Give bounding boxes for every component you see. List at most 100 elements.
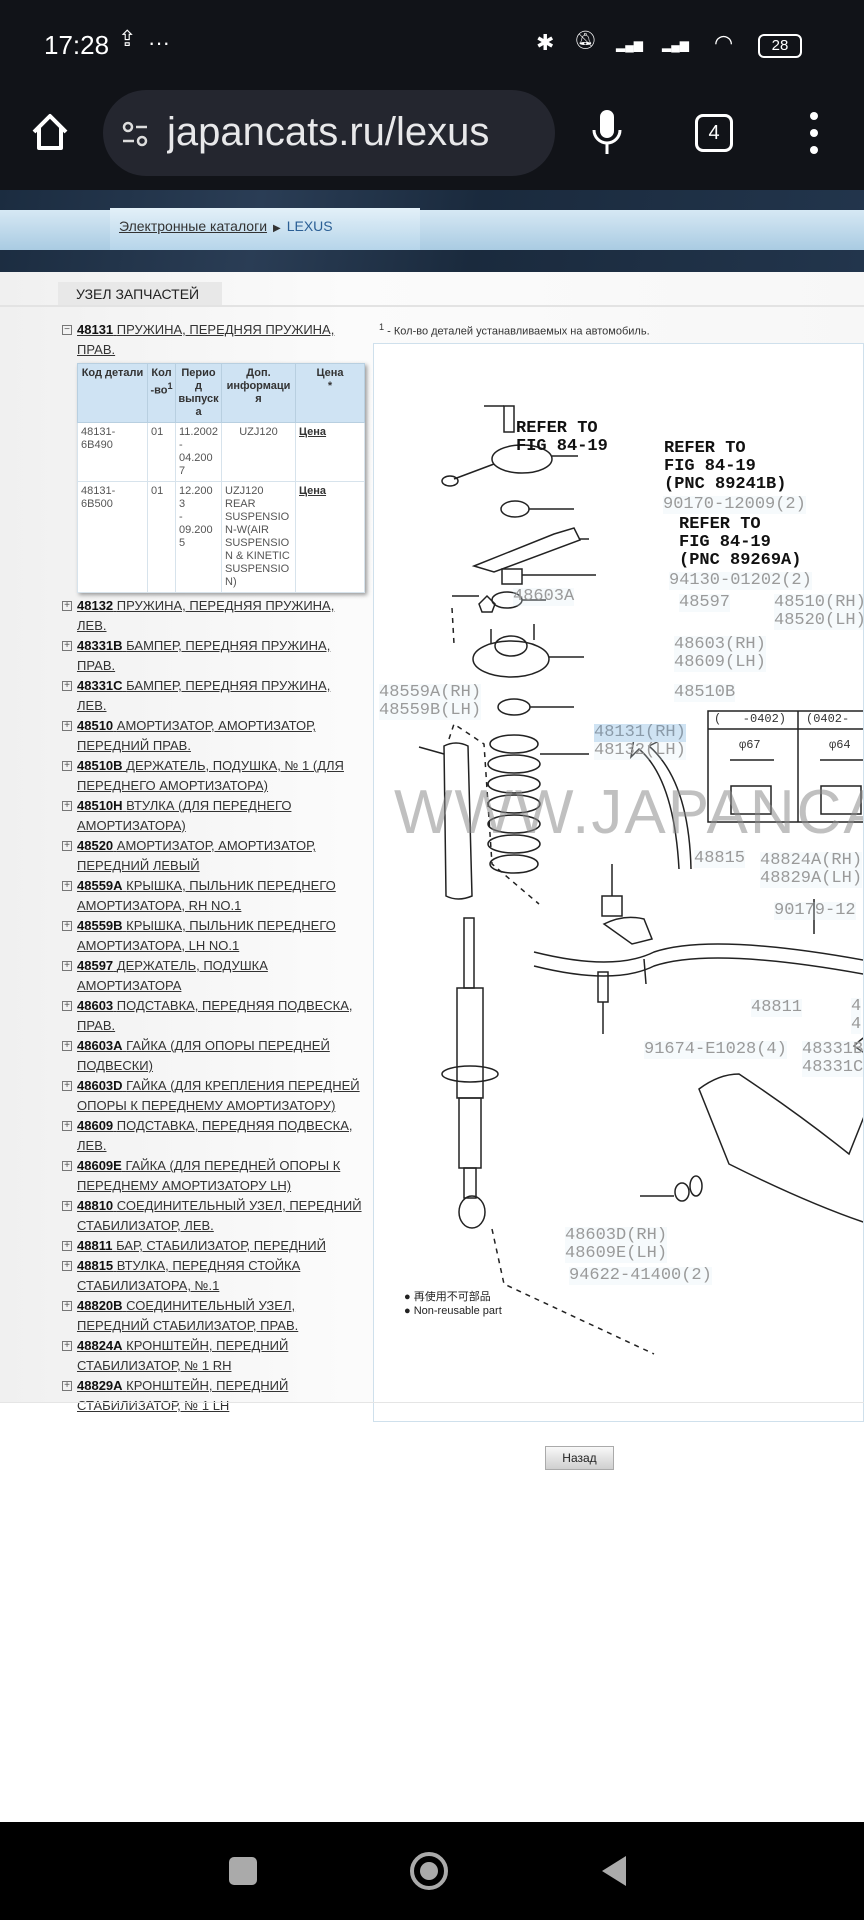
diagram-label[interactable]: 48603D(RH) 48609E(LH)	[565, 1226, 668, 1263]
diagram-label[interactable]: 4 4	[851, 997, 862, 1034]
list-item-expanded[interactable]: − 48131 ПРУЖИНА, ПЕРЕДНЯЯ ПРУЖИНА, ПРАВ.…	[62, 320, 365, 593]
expand-icon[interactable]: +	[62, 1241, 72, 1251]
url-text[interactable]: japancats.ru/lexus	[167, 110, 490, 154]
site-settings-icon[interactable]	[119, 118, 151, 150]
list-item[interactable]: +48829A КРОНШТЕЙН, ПЕРЕДНИЙ СТАБИЛИЗАТОР…	[62, 1376, 362, 1416]
part-link[interactable]: 48820B СОЕДИНИТЕЛЬНЫЙ УЗЕЛ, ПЕРЕДНИЙ СТА…	[77, 1298, 299, 1333]
diagram-label[interactable]: 48132(LH)	[594, 741, 686, 760]
recents-icon[interactable]	[229, 1857, 257, 1885]
expand-icon[interactable]: +	[62, 721, 72, 731]
expand-icon[interactable]: +	[62, 1001, 72, 1011]
list-item[interactable]: +48824A КРОНШТЕЙН, ПЕРЕДНИЙ СТАБИЛИЗАТОР…	[62, 1336, 362, 1376]
expand-icon[interactable]: +	[62, 881, 72, 891]
tab-switcher-button[interactable]: 4	[695, 114, 733, 152]
home-icon[interactable]	[28, 110, 72, 154]
list-item[interactable]: +48520 АМОРТИЗАТОР, АМОРТИЗАТОР, ПЕРЕДНИ…	[62, 836, 362, 876]
list-item[interactable]: +48815 ВТУЛКА, ПЕРЕДНЯЯ СТОЙКА СТАБИЛИЗА…	[62, 1256, 362, 1296]
diagram-label[interactable]: 48559A(RH) 48559B(LH)	[379, 683, 482, 720]
diagram-label[interactable]: 48603A	[513, 587, 575, 606]
diagram-label[interactable]: 48331B 48331C	[802, 1040, 864, 1077]
part-link[interactable]: 48331B БАМПЕР, ПЕРЕДНЯЯ ПРУЖИНА, ПРАВ.	[77, 638, 331, 673]
list-item[interactable]: +48331C БАМПЕР, ПЕРЕДНЯЯ ПРУЖИНА, ЛЕВ.	[62, 676, 362, 716]
back-nav-icon[interactable]	[598, 1854, 630, 1888]
expand-icon[interactable]: +	[62, 1041, 72, 1051]
diagram-label[interactable]: 48510B	[674, 683, 736, 702]
part-link[interactable]: 48609 ПОДСТАВКА, ПЕРЕДНЯЯ ПОДВЕСКА, ЛЕВ.	[77, 1118, 353, 1153]
diagram-label[interactable]: 48811	[751, 998, 803, 1017]
price-link[interactable]: Цена	[299, 426, 327, 438]
list-item[interactable]: +48597 ДЕРЖАТЕЛЬ, ПОДУШКА АМОРТИЗАТОРА	[62, 956, 362, 996]
part-link[interactable]: 48510H ВТУЛКА (ДЛЯ ПЕРЕДНЕГО АМОРТИЗАТОР…	[77, 798, 292, 833]
diagram-label[interactable]: 91674-E1028(4)	[644, 1040, 787, 1059]
list-item[interactable]: +48559B КРЫШКА, ПЫЛЬНИК ПЕРЕДНЕГО АМОРТИ…	[62, 916, 362, 956]
expand-icon[interactable]: +	[62, 921, 72, 931]
list-item[interactable]: +48820B СОЕДИНИТЕЛЬНЫЙ УЗЕЛ, ПЕРЕДНИЙ СТ…	[62, 1296, 362, 1336]
expand-icon[interactable]: +	[62, 1341, 72, 1351]
expand-icon[interactable]: +	[62, 1381, 72, 1391]
list-item[interactable]: +48510 АМОРТИЗАТОР, АМОРТИЗАТОР, ПЕРЕДНИ…	[62, 716, 362, 756]
list-item[interactable]: +48510B ДЕРЖАТЕЛЬ, ПОДУШКА, № 1 (ДЛЯ ПЕР…	[62, 756, 362, 796]
diagram-label[interactable]: 48510(RH) 48520(LH)	[774, 593, 864, 630]
part-link[interactable]: 48559B КРЫШКА, ПЫЛЬНИК ПЕРЕДНЕГО АМОРТИЗ…	[77, 918, 336, 953]
part-link[interactable]: 48609E ГАЙКА (ДЛЯ ПЕРЕДНЕЙ ОПОРЫ К ПЕРЕД…	[77, 1158, 341, 1193]
expand-icon[interactable]: +	[62, 841, 72, 851]
expand-icon[interactable]: +	[62, 801, 72, 811]
list-item[interactable]: +48510H ВТУЛКА (ДЛЯ ПЕРЕДНЕГО АМОРТИЗАТО…	[62, 796, 362, 836]
list-item[interactable]: +48810 СОЕДИНИТЕЛЬНЫЙ УЗЕЛ, ПЕРЕДНИЙ СТА…	[62, 1196, 362, 1236]
diagram-label[interactable]: 48603(RH) 48609(LH)	[674, 635, 766, 672]
expand-icon[interactable]: +	[62, 1121, 72, 1131]
expand-icon[interactable]: +	[62, 1081, 72, 1091]
part-link[interactable]: 48603D ГАЙКА (ДЛЯ КРЕПЛЕНИЯ ПЕРЕДНЕЙ ОПО…	[77, 1078, 360, 1113]
part-link[interactable]: 48597 ДЕРЖАТЕЛЬ, ПОДУШКА АМОРТИЗАТОРА	[77, 958, 268, 993]
expand-icon[interactable]: +	[62, 641, 72, 651]
diagram-label[interactable]: 94130-01202(2)	[669, 571, 812, 590]
expand-icon[interactable]: +	[62, 681, 72, 691]
part-link[interactable]: 48132 ПРУЖИНА, ПЕРЕДНЯЯ ПРУЖИНА, ЛЕВ.	[77, 598, 335, 633]
part-link[interactable]: 48811 БАР, СТАБИЛИЗАТОР, ПЕРЕДНИЙ	[77, 1238, 326, 1253]
price-link[interactable]: Цена	[299, 485, 327, 497]
list-item[interactable]: +48132 ПРУЖИНА, ПЕРЕДНЯЯ ПРУЖИНА, ЛЕВ.	[62, 596, 362, 636]
part-link[interactable]: 48510B ДЕРЖАТЕЛЬ, ПОДУШКА, № 1 (ДЛЯ ПЕРЕ…	[77, 758, 344, 793]
list-item[interactable]: +48603A ГАЙКА (ДЛЯ ОПОРЫ ПЕРЕДНЕЙ ПОДВЕС…	[62, 1036, 362, 1076]
tab-parts-node[interactable]: УЗЕЛ ЗАПЧАСТЕЙ	[58, 282, 222, 306]
diagram-label[interactable]: 48597	[679, 593, 731, 612]
part-link[interactable]: 48815 ВТУЛКА, ПЕРЕДНЯЯ СТОЙКА СТАБИЛИЗАТ…	[77, 1258, 301, 1293]
breadcrumb-catalogs-link[interactable]: Электронные каталоги	[119, 218, 268, 234]
diagram-label[interactable]: 94622-41400(2)	[569, 1266, 712, 1285]
more-menu-icon[interactable]	[806, 110, 822, 156]
diagram-label[interactable]: 90170-12009(2)	[663, 495, 806, 514]
expand-icon[interactable]: +	[62, 601, 72, 611]
list-item[interactable]: +48603 ПОДСТАВКА, ПЕРЕДНЯЯ ПОДВЕСКА, ПРА…	[62, 996, 362, 1036]
expand-icon[interactable]: +	[62, 1161, 72, 1171]
expand-icon[interactable]: +	[62, 1201, 72, 1211]
list-item[interactable]: +48609E ГАЙКА (ДЛЯ ПЕРЕДНЕЙ ОПОРЫ К ПЕРЕ…	[62, 1156, 362, 1196]
expand-icon[interactable]: +	[62, 1301, 72, 1311]
diagram-label[interactable]: 90179-12	[774, 901, 856, 920]
part-link[interactable]: 48510 АМОРТИЗАТОР, АМОРТИЗАТОР, ПЕРЕДНИЙ…	[77, 718, 316, 753]
list-item[interactable]: +48331B БАМПЕР, ПЕРЕДНЯЯ ПРУЖИНА, ПРАВ.	[62, 636, 362, 676]
part-link[interactable]: 48810 СОЕДИНИТЕЛЬНЫЙ УЗЕЛ, ПЕРЕДНИЙ СТАБ…	[77, 1198, 362, 1233]
part-link[interactable]: 48603 ПОДСТАВКА, ПЕРЕДНЯЯ ПОДВЕСКА, ПРАВ…	[77, 998, 353, 1033]
part-link[interactable]: 48824A КРОНШТЕЙН, ПЕРЕДНИЙ СТАБИЛИЗАТОР,…	[77, 1338, 289, 1373]
list-item[interactable]: +48559A КРЫШКА, ПЫЛЬНИК ПЕРЕДНЕГО АМОРТИ…	[62, 876, 362, 916]
diagram-label[interactable]: 48815	[694, 849, 746, 868]
list-item[interactable]: +48603D ГАЙКА (ДЛЯ КРЕПЛЕНИЯ ПЕРЕДНЕЙ ОП…	[62, 1076, 362, 1116]
expand-icon[interactable]: +	[62, 1261, 72, 1271]
part-link[interactable]: 48603A ГАЙКА (ДЛЯ ОПОРЫ ПЕРЕДНЕЙ ПОДВЕСК…	[77, 1038, 330, 1073]
back-button[interactable]: Назад	[545, 1446, 614, 1470]
part-link[interactable]: 48331C БАМПЕР, ПЕРЕДНЯЯ ПРУЖИНА, ЛЕВ.	[77, 678, 331, 713]
expand-icon[interactable]: +	[62, 761, 72, 771]
address-bar[interactable]: japancats.ru/lexus	[103, 90, 555, 176]
parts-diagram[interactable]: REFER TO FIG 84-19 REFER TO FIG 84-19 (P…	[373, 343, 864, 1422]
collapse-icon[interactable]: −	[62, 325, 72, 335]
part-link[interactable]: 48559A КРЫШКА, ПЫЛЬНИК ПЕРЕДНЕГО АМОРТИЗ…	[77, 878, 336, 913]
expand-icon[interactable]: +	[62, 961, 72, 971]
part-link[interactable]: 48829A КРОНШТЕЙН, ПЕРЕДНИЙ СТАБИЛИЗАТОР,…	[77, 1378, 289, 1413]
part-link[interactable]: 48520 АМОРТИЗАТОР, АМОРТИЗАТОР, ПЕРЕДНИЙ…	[77, 838, 316, 873]
diagram-label[interactable]: 48824A(RH) 48829A(LH)	[760, 851, 863, 888]
list-item[interactable]: +48811 БАР, СТАБИЛИЗАТОР, ПЕРЕДНИЙ	[62, 1236, 362, 1256]
home-nav-icon[interactable]	[410, 1852, 448, 1890]
part-link[interactable]: 48131 ПРУЖИНА, ПЕРЕДНЯЯ ПРУЖИНА, ПРАВ.	[77, 322, 335, 357]
microphone-icon[interactable]	[590, 108, 624, 158]
list-item[interactable]: +48609 ПОДСТАВКА, ПЕРЕДНЯЯ ПОДВЕСКА, ЛЕВ…	[62, 1116, 362, 1156]
